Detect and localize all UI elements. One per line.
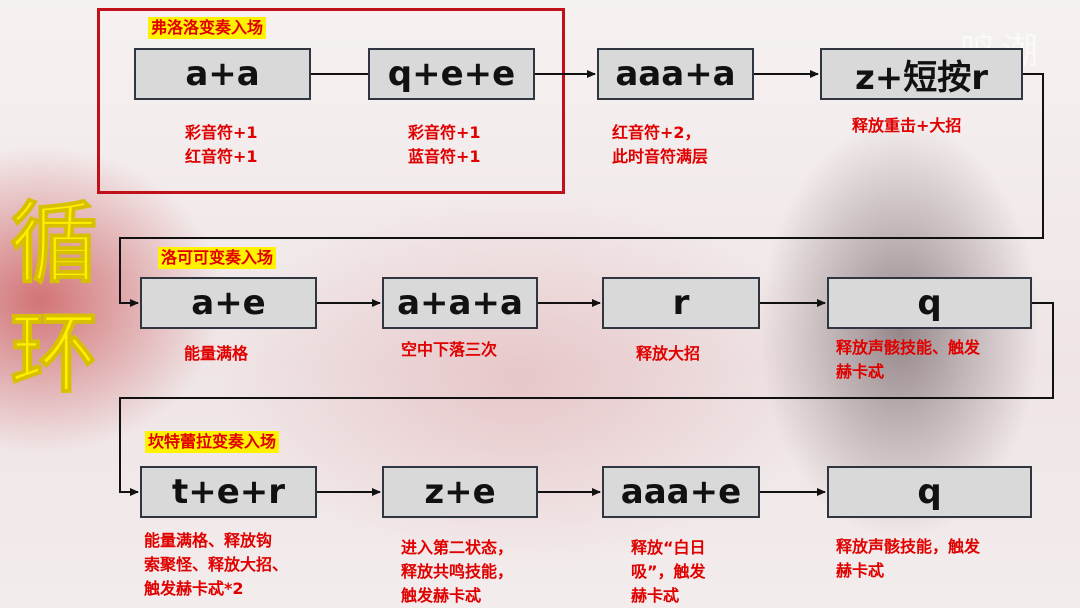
arrow-connector-2 [119, 302, 1054, 496]
stage-label-3: 坎特蕾拉变奏入场 [145, 431, 280, 453]
note-3-1: 能量满格、释放钩索聚怪、释放大招、触发赫卡忒*2 [144, 531, 289, 598]
step-box-1-2: q+e+e [368, 48, 535, 100]
step-box-3-2: z+e [382, 466, 538, 518]
step-box-1-4: z+短按r [820, 48, 1023, 100]
arrow-connector-1 [119, 73, 1044, 307]
note-3-3: 释放“白日吸”，触发赫卡忒 [631, 538, 706, 605]
note-2-1: 能量满格 [184, 344, 249, 363]
stage-label-1: 弗洛洛变奏入场 [148, 17, 267, 39]
step-box-3-4: q [827, 466, 1032, 518]
step-box-2-3: r [602, 277, 760, 329]
note-1-3: 红音符+2，此时音符满层 [612, 123, 709, 166]
note-2-4: 释放声骸技能、触发赫卡忒 [836, 338, 981, 381]
loop-char-1: 循 [9, 192, 99, 295]
step-box-3-1: t+e+r [140, 466, 317, 518]
note-2-2: 空中下落三次 [401, 340, 498, 359]
step-box-2-1: a+e [140, 277, 317, 329]
step-box-3-3: aaa+e [602, 466, 760, 518]
step-box-2-4: q [827, 277, 1032, 329]
note-1-4: 释放重击+大招 [852, 116, 962, 135]
step-box-1-3: aaa+a [597, 48, 754, 100]
note-3-2: 进入第二状态，释放共鸣技能，触发赫卡忒 [401, 538, 514, 605]
step-box-2-2: a+a+a [382, 277, 538, 329]
highlight-frame [97, 8, 565, 194]
step-box-1-1: a+a [134, 48, 311, 100]
loop-char-2: 环 [9, 302, 99, 405]
stage-label-2: 洛可可变奏入场 [158, 247, 277, 269]
note-3-4: 释放声骸技能，触发赫卡忒 [836, 537, 981, 580]
note-2-3: 释放大招 [636, 344, 701, 363]
